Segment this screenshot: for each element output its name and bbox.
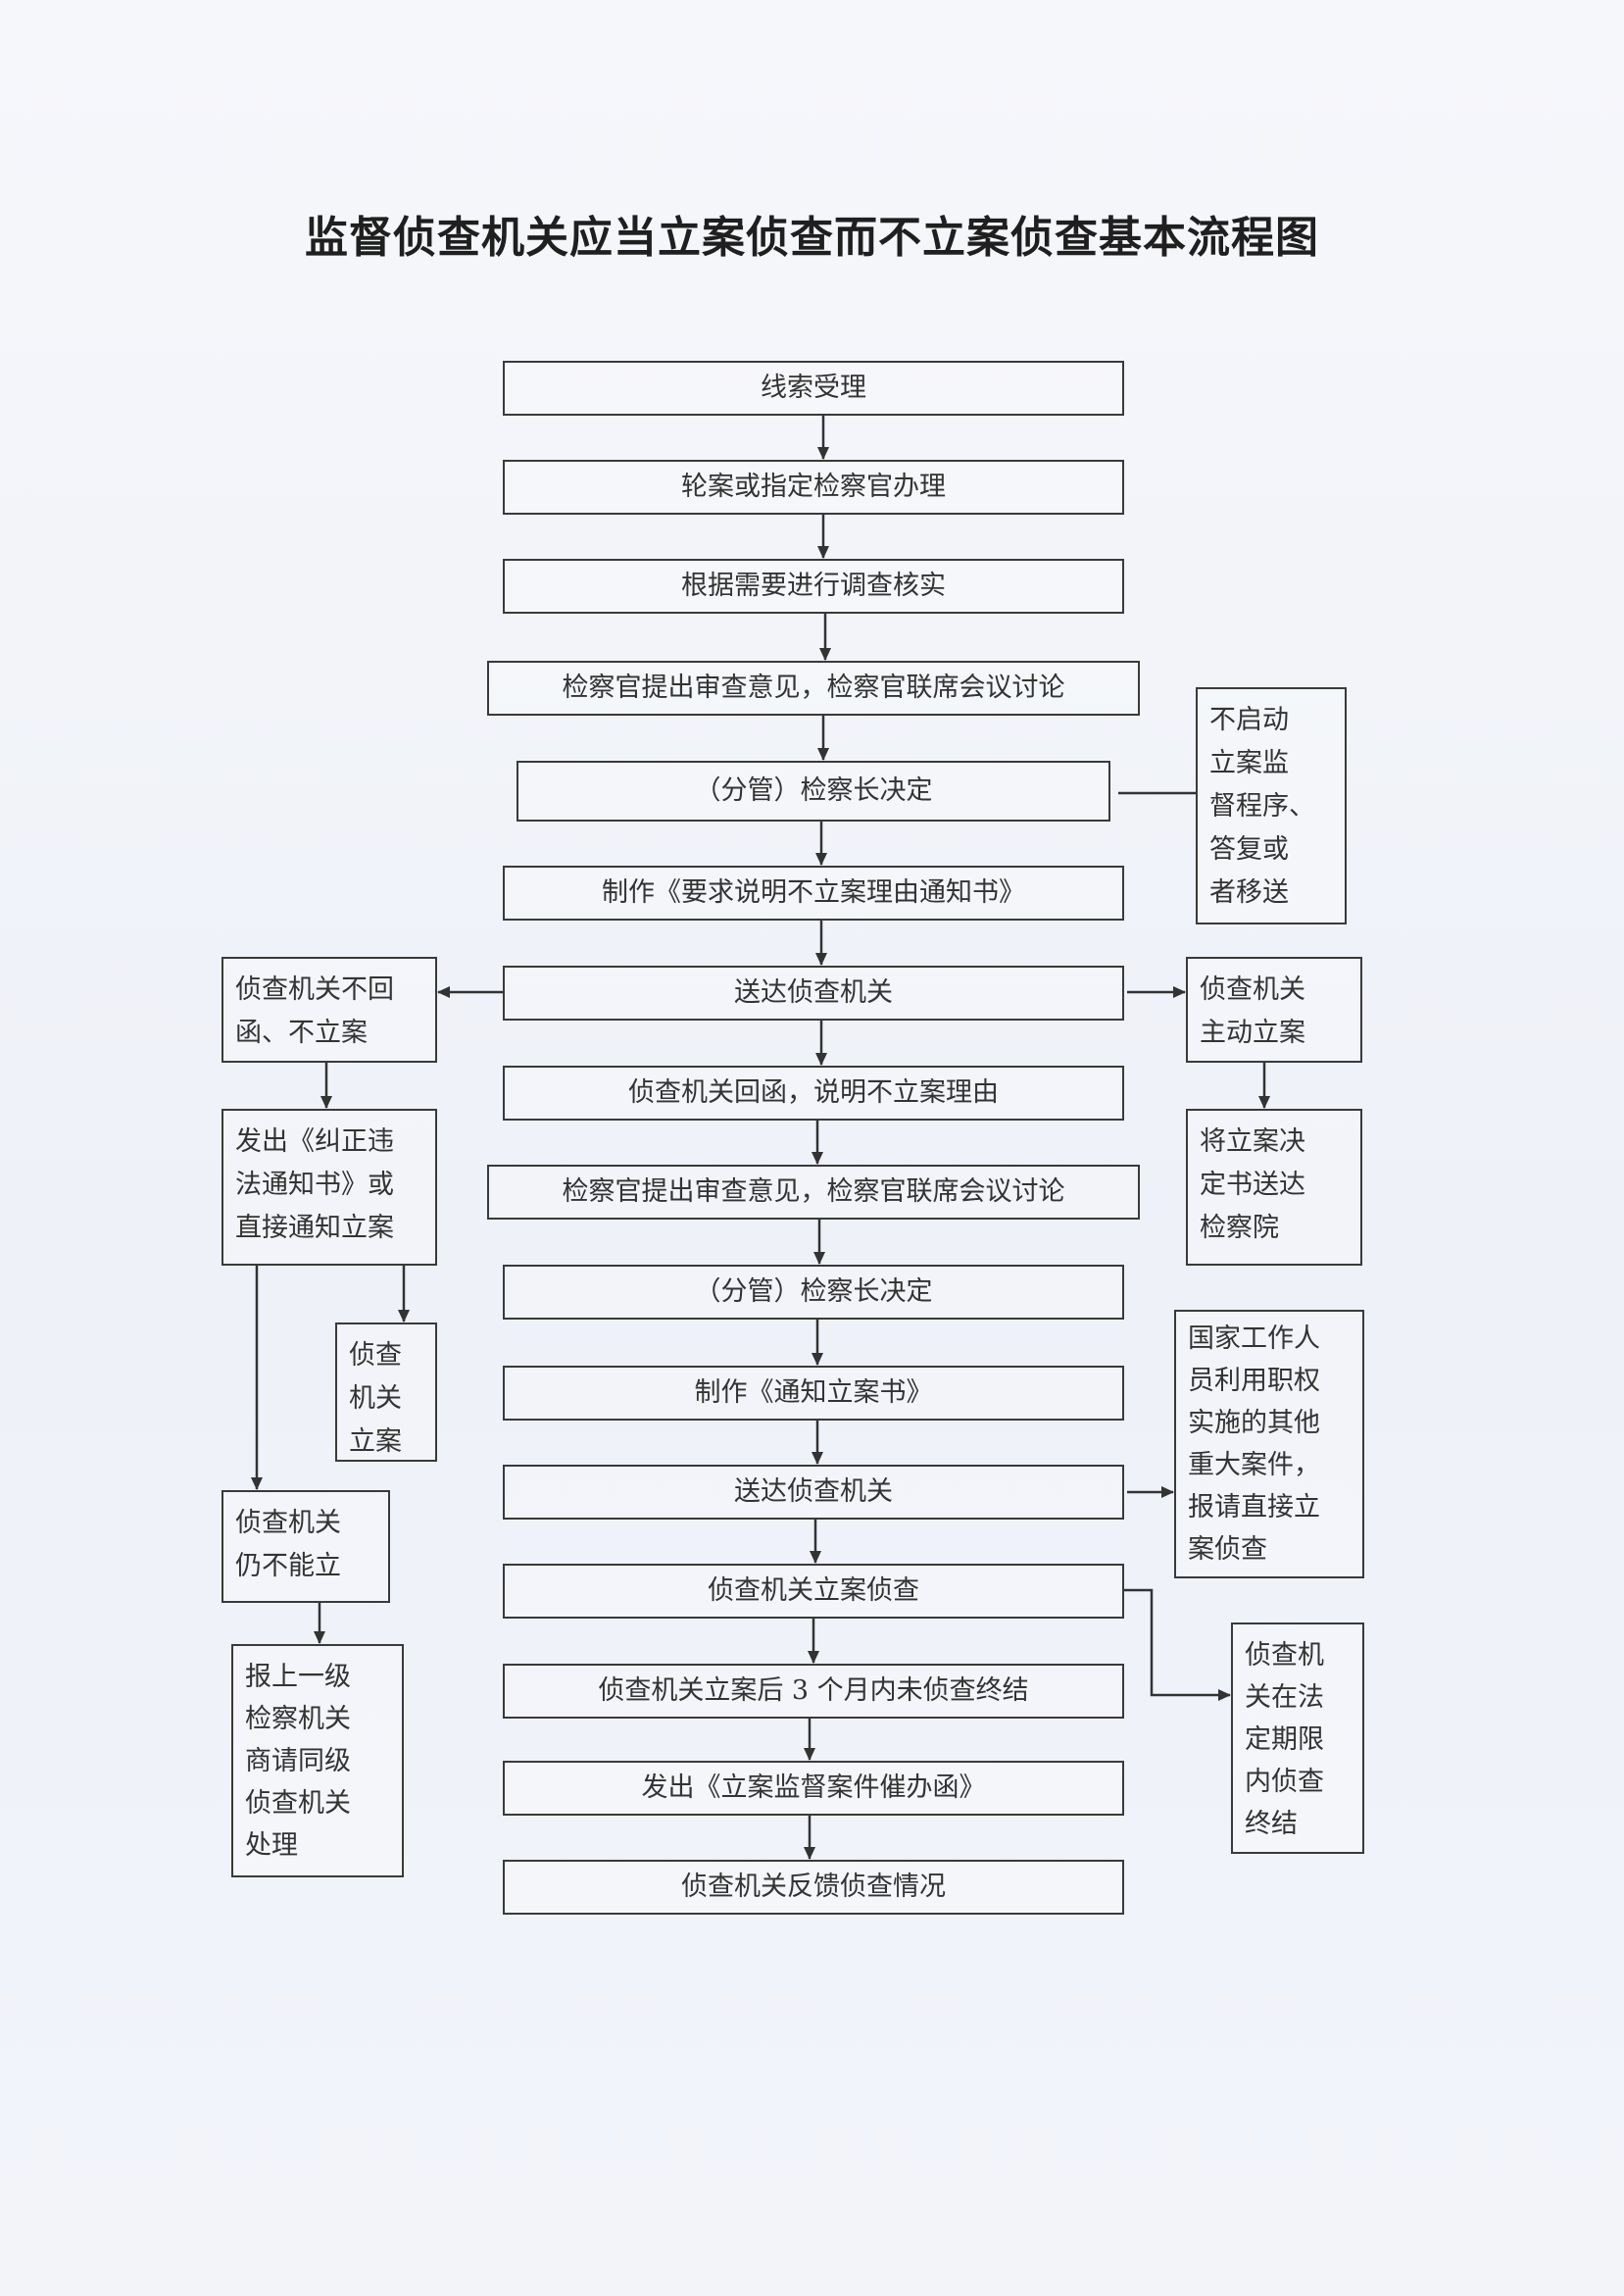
step-chief-decision-1: （分管）检察长决定 — [517, 761, 1110, 822]
step-request-explain-notice: 制作《要求说明不立案理由通知书》 — [503, 866, 1124, 921]
box-report-upper: 报上一级检察机关商请同级侦查机关处理 — [231, 1644, 404, 1877]
step-investigate-filed: 侦查机关立案侦查 — [503, 1564, 1124, 1619]
step-feedback: 侦查机关反馈侦查情况 — [503, 1860, 1124, 1915]
box-state-staff: 国家工作人员利用职权实施的其他重大案件，报请直接立案侦查 — [1174, 1310, 1364, 1578]
step-urge-letter: 发出《立案监督案件催办函》 — [503, 1761, 1124, 1816]
step-assign-prosecutor: 轮案或指定检察官办理 — [503, 460, 1124, 515]
step-deliver-2: 送达侦查机关 — [503, 1465, 1124, 1520]
box-agency-filed: 侦查机关立案 — [335, 1323, 437, 1462]
step-reply-reason: 侦查机关回函，说明不立案理由 — [503, 1066, 1124, 1121]
box-no-start: 不启动立案监督程序、答复或者移送 — [1196, 687, 1347, 924]
step-chief-decision-2: （分管）检察长决定 — [503, 1265, 1124, 1320]
arrow-filed-to-conclude — [1124, 1588, 1231, 1701]
step-review-opinion-1: 检察官提出审查意见，检察官联席会议讨论 — [487, 661, 1140, 716]
box-active-filing: 侦查机关主动立案 — [1186, 957, 1362, 1063]
step-clue-accept: 线索受理 — [503, 361, 1124, 416]
box-no-reply: 侦查机关不回函、不立案 — [221, 957, 437, 1063]
step-deliver-1: 送达侦查机关 — [503, 966, 1124, 1021]
step-not-concluded-3-months: 侦查机关立案后 3 个月内未侦查终结 — [503, 1664, 1124, 1719]
step-notice-filing: 制作《通知立案书》 — [503, 1366, 1124, 1421]
step-review-opinion-2: 检察官提出审查意见，检察官联席会议讨论 — [487, 1165, 1140, 1220]
box-conclude-in-time: 侦查机关在法定期限内侦查终结 — [1231, 1622, 1364, 1854]
box-issue-correction-notice: 发出《纠正违法通知书》或直接通知立案 — [221, 1109, 437, 1266]
page-title: 监督侦查机关应当立案侦查而不立案侦查基本流程图 — [305, 213, 1319, 263]
box-send-decision: 将立案决定书送达检察院 — [1186, 1109, 1362, 1266]
step-investigate-verify: 根据需要进行调查核实 — [503, 559, 1124, 614]
box-still-not-filed: 侦查机关仍不能立 — [221, 1490, 390, 1603]
